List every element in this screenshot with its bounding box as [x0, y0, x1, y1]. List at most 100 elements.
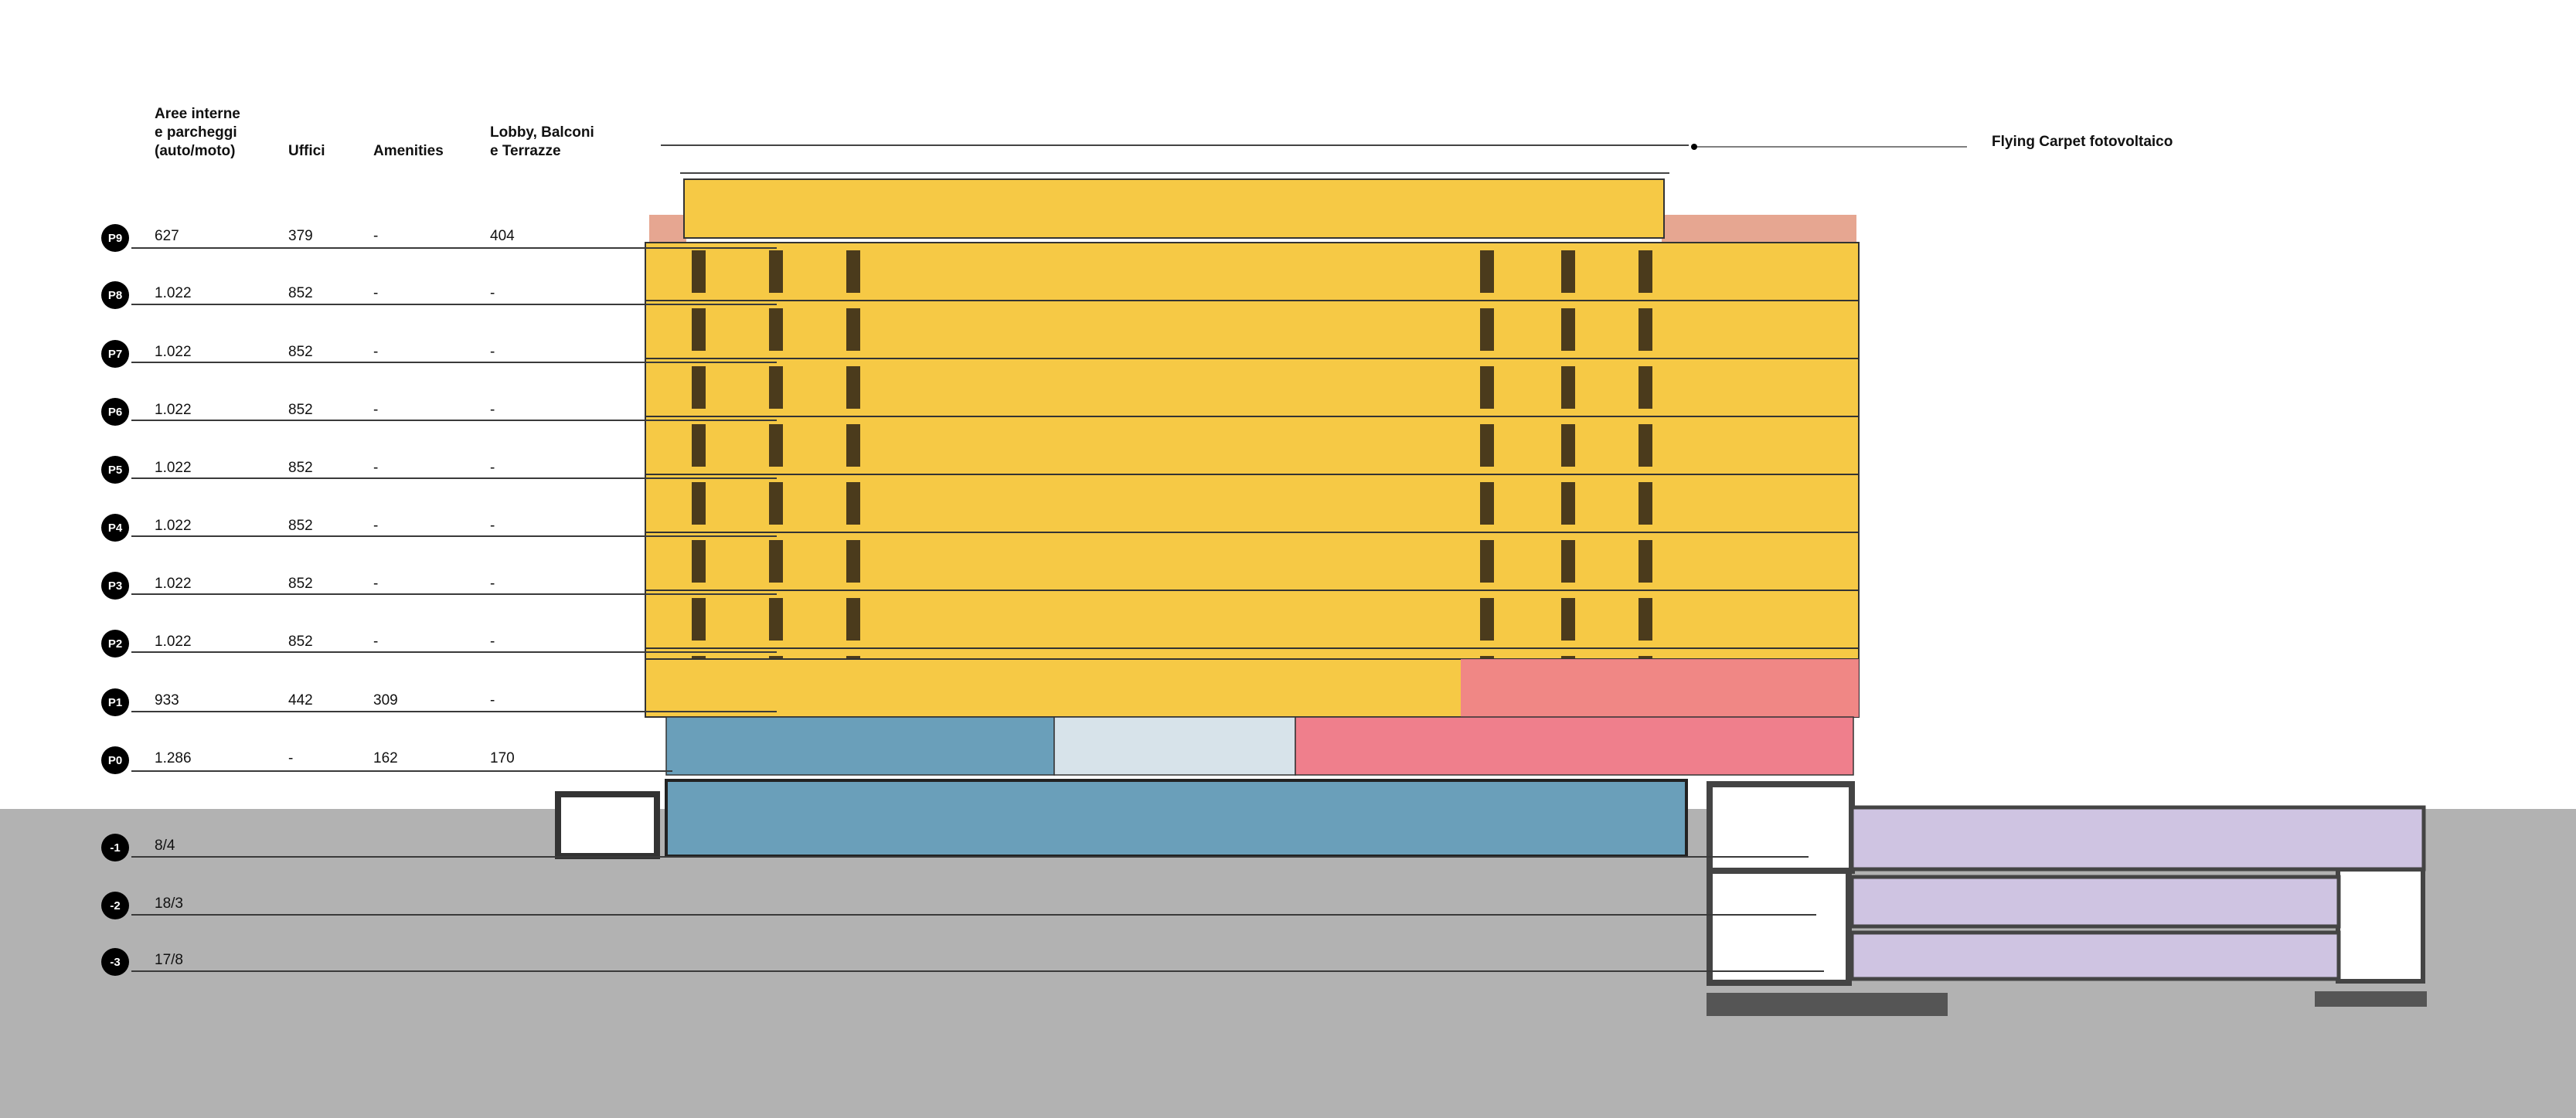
floor-rule — [131, 304, 777, 305]
office-window — [1561, 540, 1575, 583]
annex-foundation-right — [2315, 991, 2427, 1007]
floor-value-c1: 1.022 — [155, 402, 192, 418]
floor-badge: -3 — [101, 948, 129, 976]
floor-value-c2: - — [288, 750, 294, 766]
office-window — [1638, 366, 1652, 409]
roof-accent-right — [1662, 215, 1856, 243]
floor-badge: P1 — [101, 688, 129, 716]
office-window — [1561, 366, 1575, 409]
office-floors — [645, 242, 1860, 718]
annex-level-1 — [1849, 805, 2426, 872]
floor-value-c2: 442 — [288, 692, 313, 709]
floor-rule — [131, 593, 777, 595]
floor-badge: P8 — [101, 281, 129, 309]
annex-foundation — [1707, 993, 1948, 1016]
header-lobby: Lobby, Balconi e Terrazze — [490, 124, 594, 159]
office-window — [1561, 598, 1575, 641]
callout-dot — [1691, 144, 1697, 150]
office-window — [692, 598, 706, 641]
office-window — [1638, 598, 1652, 641]
floor-rule — [131, 711, 777, 712]
office-window — [846, 540, 860, 583]
floor-value-c3: 162 — [373, 750, 398, 766]
floor-value-c2: 852 — [288, 460, 313, 476]
floor-value-c2: 852 — [288, 576, 313, 592]
office-window — [1561, 250, 1575, 293]
floor-value-c3: - — [373, 344, 379, 360]
floor-badge: P6 — [101, 398, 129, 426]
floor-value-c3: - — [373, 402, 379, 418]
floor-rule — [131, 770, 672, 772]
office-window — [769, 424, 783, 467]
floor-value-c3: - — [373, 518, 379, 534]
office-floor-band — [645, 474, 1860, 533]
office-window — [1480, 308, 1494, 351]
office-window — [846, 366, 860, 409]
office-window — [692, 250, 706, 293]
floor-value-c1: 1.022 — [155, 460, 192, 476]
floor-badge: P0 — [101, 746, 129, 774]
floor-value-c4: - — [490, 285, 495, 301]
office-window — [692, 308, 706, 351]
office-window — [769, 308, 783, 351]
floor-value-c1: 1.022 — [155, 285, 192, 301]
floor-rule — [131, 970, 1824, 972]
office-window — [1480, 540, 1494, 583]
annex-level-2 — [1849, 875, 2341, 929]
header-aree-interne: Aree interne e parcheggi (auto/moto) — [155, 106, 240, 159]
floor-value-c3: - — [373, 285, 379, 301]
floor-value-c4: - — [490, 634, 495, 650]
office-window — [846, 250, 860, 293]
floor-rule — [131, 651, 777, 653]
floor-value-c2: 852 — [288, 402, 313, 418]
office-window — [1561, 482, 1575, 525]
basement-1-left-room — [555, 791, 660, 859]
office-window — [692, 366, 706, 409]
floor-rule — [131, 362, 777, 363]
office-floor-band — [645, 358, 1860, 417]
annex-stair-lower — [1707, 868, 1852, 986]
office-window — [846, 308, 860, 351]
floor-value-c2: 852 — [288, 285, 313, 301]
floor-value-c2: 852 — [288, 344, 313, 360]
floor-badge: P5 — [101, 456, 129, 484]
floor-rule — [131, 420, 777, 421]
floor-rule — [131, 856, 1809, 858]
office-window — [1638, 308, 1652, 351]
office-window — [1480, 598, 1494, 641]
floor-value-c4: - — [490, 518, 495, 534]
floor-badge: P7 — [101, 340, 129, 368]
floor-value-c4: - — [490, 460, 495, 476]
floor-badge: P3 — [101, 572, 129, 600]
office-window — [1638, 250, 1652, 293]
office-window — [692, 424, 706, 467]
office-floor-band — [645, 532, 1860, 591]
floor-value-c1: 1.022 — [155, 576, 192, 592]
floor-rule — [131, 914, 1816, 916]
floor-value-c3: 309 — [373, 692, 398, 709]
floor-rule — [131, 535, 777, 537]
floor-badge: P9 — [101, 224, 129, 252]
basement-1-parking — [665, 779, 1688, 858]
office-window — [1480, 424, 1494, 467]
floor-value-c1: 1.022 — [155, 518, 192, 534]
floor-badge: -1 — [101, 834, 129, 861]
annex-stair-upper — [1707, 781, 1855, 874]
floor-rule — [131, 477, 777, 479]
office-window — [692, 482, 706, 525]
p0-amenities — [1295, 716, 1854, 776]
office-window — [1561, 424, 1575, 467]
annex-level-3 — [1849, 930, 2341, 981]
office-window — [692, 540, 706, 583]
floor-value-c3: - — [373, 228, 379, 244]
p0-lobby — [1053, 716, 1296, 776]
office-window — [1638, 424, 1652, 467]
office-floor-band — [645, 416, 1860, 475]
floor-value-c4: - — [490, 692, 495, 709]
office-window — [769, 366, 783, 409]
header-amenities: Amenities — [373, 143, 444, 159]
floor-value-c1: 18/3 — [155, 895, 183, 912]
floor-value-c4: 170 — [490, 750, 515, 766]
